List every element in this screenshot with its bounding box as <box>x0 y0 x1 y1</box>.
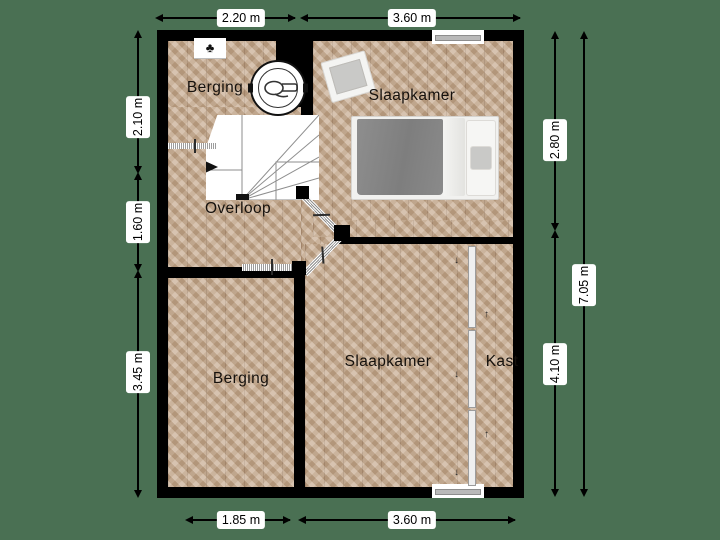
dimension-right-1: 2.80 m <box>543 118 567 162</box>
wall-node-mid <box>334 225 350 241</box>
dimension-top-2: 3.60 m <box>387 9 437 27</box>
stair-start-marker <box>236 194 249 200</box>
room-label-kast: Kast <box>485 353 519 370</box>
closet-arrow-down-1: ↓ <box>454 255 459 266</box>
service-badge-nub-left <box>248 83 253 93</box>
room-label-slaapkamer-lower: Slaapkamer <box>344 353 432 370</box>
room-label-slaapkamer-upper: Slaapkamer <box>368 87 456 104</box>
room-label-berging-lower: Berging <box>212 370 270 387</box>
door-berging-lower-tick <box>271 259 273 275</box>
room-label-berging-upper: Berging <box>186 79 244 96</box>
dimension-left-2: 1.60 m <box>126 200 150 244</box>
bed <box>351 116 499 200</box>
closet-arrow-down-3: ↓ <box>454 467 459 478</box>
dimension-left-3: 3.45 m <box>126 350 150 394</box>
closet-arrow-up-2: ↑ <box>484 429 489 440</box>
dimension-right-total: 7.05 m <box>572 263 596 307</box>
dimension-right-2: 4.10 m <box>543 342 567 386</box>
floor-slaapkamer-upper-notch <box>337 220 513 237</box>
dimension-top-1: 2.20 m <box>216 9 266 27</box>
door-berging-upper-tick <box>194 139 196 153</box>
dimension-bottom-2: 3.60 m <box>387 511 437 529</box>
closet-slider-3[interactable] <box>468 410 476 486</box>
skylight-window: ♣ <box>194 38 226 59</box>
door-diagonal-lower-swing-mark <box>321 246 325 264</box>
staircase <box>206 115 319 200</box>
closet-arrow-up-1: ↑ <box>484 309 489 320</box>
closet-slider-2[interactable] <box>468 330 476 408</box>
bed-duvet <box>357 119 443 195</box>
bed-sheet <box>443 118 465 196</box>
stool-seat <box>329 58 368 95</box>
door-diagonal-upper-swing-mark <box>312 213 331 216</box>
stair-direction-arrow-icon <box>206 161 218 173</box>
door-berging-upper[interactable] <box>168 143 216 149</box>
service-badge-nub-right <box>303 83 308 93</box>
floor-plan-drawing: ♣ <box>157 30 524 498</box>
sanitary-fixture-icon <box>264 80 298 98</box>
service-badge <box>248 60 308 116</box>
wall-node-upper <box>296 186 309 199</box>
closet-arrow-down-2: ↓ <box>454 369 459 380</box>
floor-slaapkamer-lower <box>305 244 513 487</box>
closet-slider-1[interactable] <box>468 246 476 328</box>
skylight-glyph-icon: ♣ <box>205 40 215 56</box>
room-label-overloop: Overloop <box>204 200 272 217</box>
floor-berging-lower <box>168 278 294 487</box>
dimension-left-1: 2.10 m <box>126 95 150 139</box>
window-top <box>432 30 484 44</box>
wall-node-lower <box>292 261 306 275</box>
dimension-bottom-1: 1.85 m <box>216 511 266 529</box>
window-bottom <box>432 484 484 498</box>
bed-pillow-accent <box>470 146 492 170</box>
door-berging-lower[interactable] <box>242 264 294 271</box>
stair-treads-icon <box>206 115 319 200</box>
